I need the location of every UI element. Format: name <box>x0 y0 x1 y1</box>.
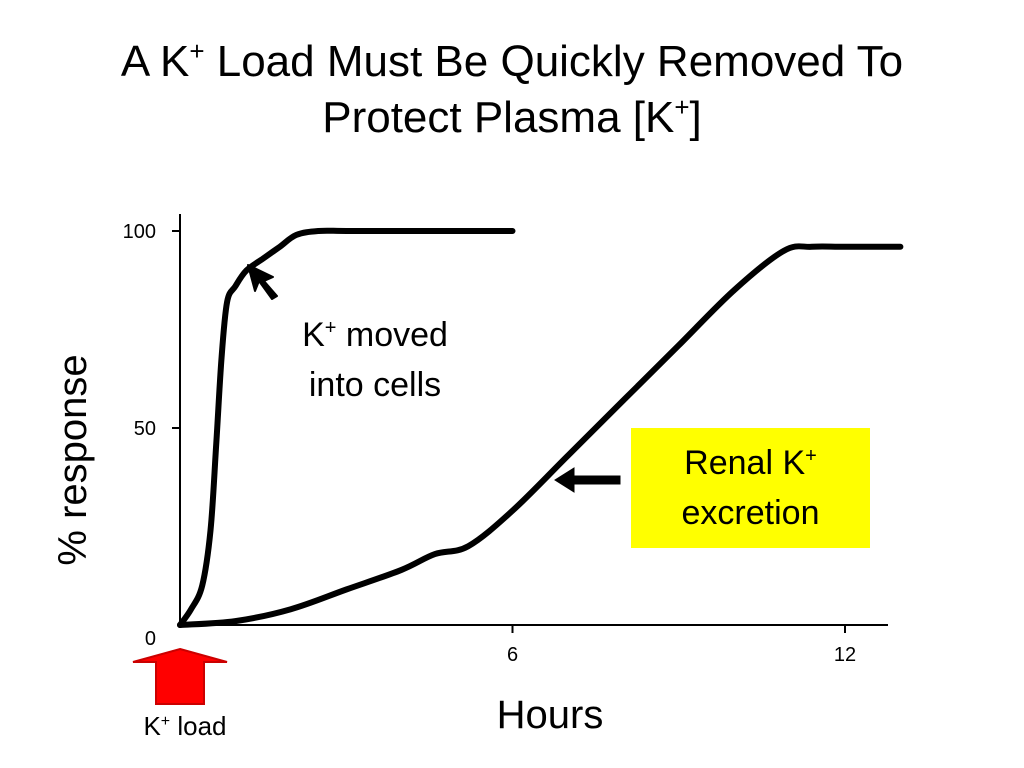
renal-annotation: Renal K+ excretion <box>682 438 820 538</box>
cells-annotation-line-1: K+ moved <box>302 316 448 354</box>
cells-pointer-arrow-icon <box>247 264 278 300</box>
slide-title: A K+ Load Must Be Quickly Removed To Pro… <box>0 34 1024 146</box>
renal-excretion-box: Renal K+ excretion <box>631 428 870 548</box>
renal-pointer-arrow-icon <box>554 467 621 493</box>
x-tick-label: 12 <box>834 644 856 666</box>
x-tick-label: 6 <box>507 644 518 666</box>
chart-annotations <box>132 264 621 705</box>
cells-annotation: K+ moved into cells <box>260 310 490 410</box>
title-line-2: Protect Plasma [K+] <box>322 92 702 142</box>
series-line-renal-excretion <box>177 243 904 628</box>
potassium-load-arrow-icon <box>132 647 228 705</box>
series-line-cellular-uptake <box>177 227 516 628</box>
y-tick-label: 100 <box>123 221 156 243</box>
renal-annotation-line-1: Renal K+ <box>684 444 817 482</box>
renal-annotation-line-2: excretion <box>681 494 820 532</box>
x-axis-title: Hours <box>497 693 604 737</box>
title-line-1: A K+ Load Must Be Quickly Removed To <box>120 36 904 86</box>
potassium-load-label: K+ load <box>143 711 227 741</box>
cells-annotation-line-2: into cells <box>308 366 442 404</box>
y-axis-title: % response <box>51 354 95 565</box>
y-tick-label: 0 <box>145 628 156 650</box>
y-tick-label: 50 <box>134 418 156 440</box>
chart-series-layer <box>177 227 904 628</box>
